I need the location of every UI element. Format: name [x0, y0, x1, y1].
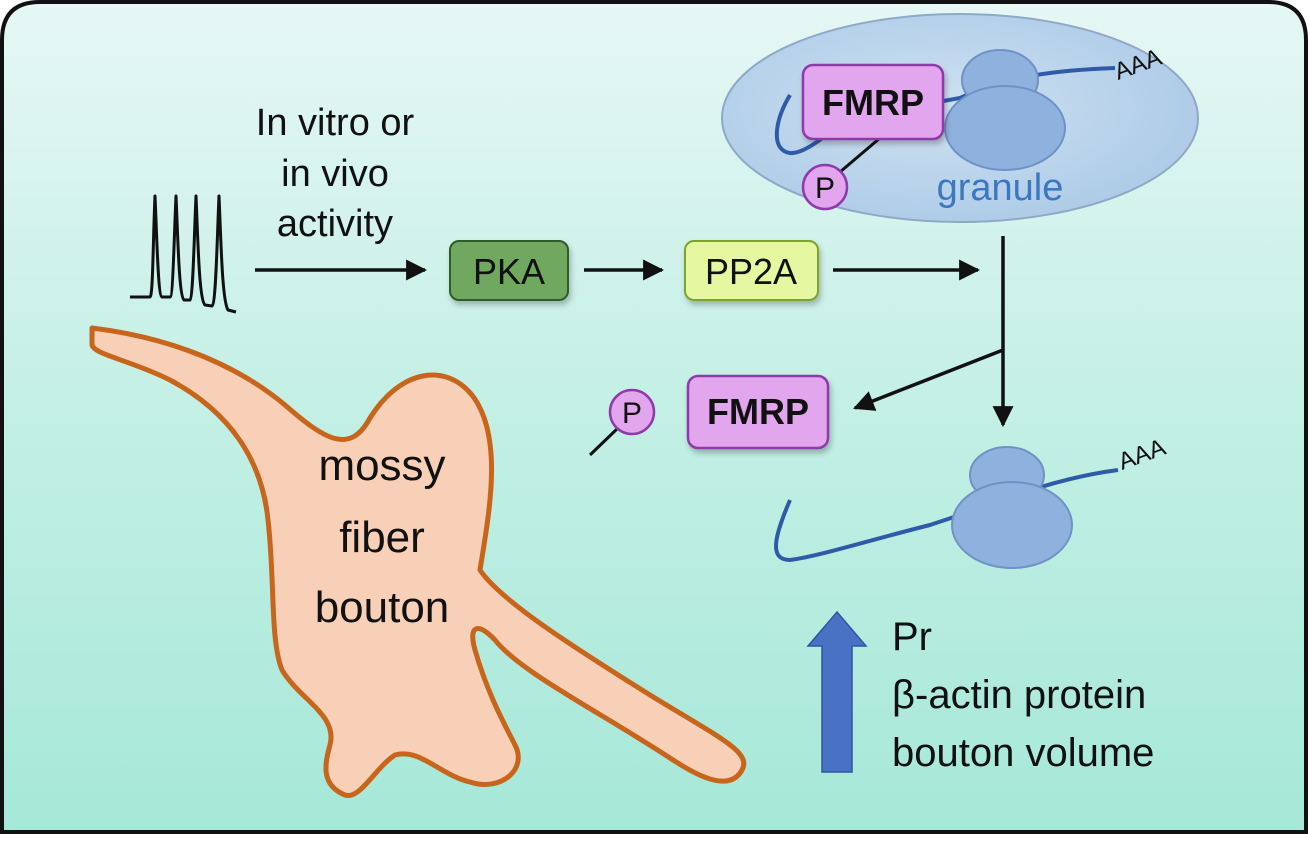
effect-line3: bouton volume — [892, 731, 1154, 775]
granule-phosphate-label: P — [815, 172, 835, 205]
pka-label: PKA — [473, 251, 545, 292]
activity-label-line2: in vivo — [281, 153, 389, 195]
free-fmrp-node — [686, 374, 830, 450]
granule-ribosome-large — [944, 85, 1066, 171]
granule-p-link — [839, 136, 881, 174]
granule-fmrp-label: FMRP — [822, 82, 924, 123]
bouton-label-line2: fiber — [339, 513, 425, 562]
granule-phosphate-icon — [801, 163, 849, 211]
pka-node — [449, 240, 569, 301]
pp2a-node — [684, 240, 819, 301]
free-phosphate-label: P — [622, 397, 642, 430]
free-fmrp-label: FMRP — [707, 391, 809, 432]
free-phosphate-icon — [608, 388, 656, 436]
free-p-link — [588, 426, 620, 457]
granule-fmrp-node — [801, 63, 945, 141]
pp2a-label: PP2A — [705, 251, 797, 292]
arrow-to-free-fmrp — [853, 348, 1004, 411]
mossy-fiber-bouton — [89, 325, 747, 798]
bouton-label-line3: bouton — [315, 583, 450, 632]
effect-line1: Pr — [892, 615, 932, 659]
activity-label-line1: In vitro or — [256, 102, 415, 144]
bouton-label-line1: mossy — [318, 441, 445, 490]
increase-arrow-icon — [806, 610, 868, 773]
spike-trace-icon — [130, 194, 237, 314]
granule-label: granule — [937, 167, 1064, 209]
activity-label-line3: activity — [277, 203, 393, 245]
free-ribosome-large — [951, 481, 1073, 569]
effect-line2: β-actin protein — [892, 673, 1146, 717]
free-mrna — [774, 468, 1119, 563]
